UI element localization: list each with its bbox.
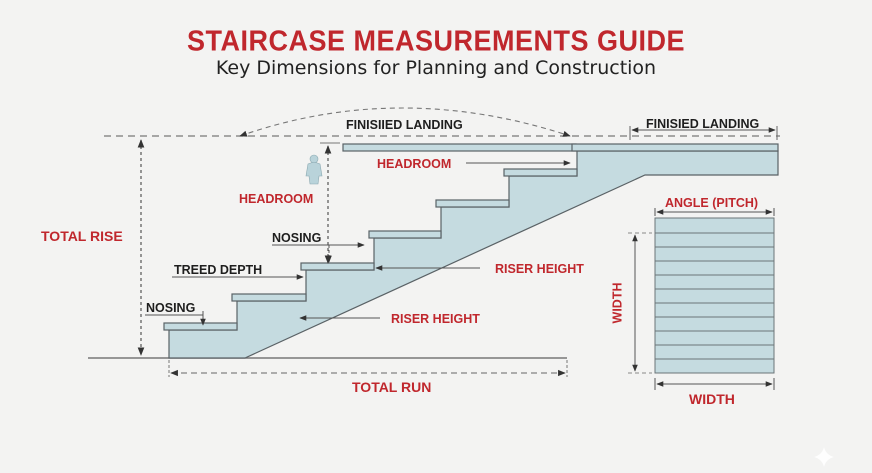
label-finished-landing-right: FINISIED LANDING <box>646 117 760 131</box>
stair-profile <box>163 143 779 359</box>
person-silhouette-icon <box>305 154 323 185</box>
label-headroom-right: HEADROOM <box>377 157 452 171</box>
label-total-run: TOTAL RUN <box>352 379 432 395</box>
label-nosing-lower: NOSING <box>146 301 196 315</box>
finished-landing-arc <box>239 107 571 137</box>
label-headroom-left: HEADROOM <box>239 192 314 206</box>
label-angle-pitch: ANGLE (PITCH) <box>665 196 759 210</box>
label-finished-landing-arc: FINISIIED LANDING <box>346 118 463 132</box>
page-subtitle: Key Dimensions for Planning and Construc… <box>215 57 657 79</box>
label-nosing-upper: NOSING <box>272 231 322 245</box>
label-total-rise: TOTAL RISE <box>41 228 123 244</box>
label-width-bottom: WIDTH <box>689 391 735 407</box>
plan-view <box>654 217 775 374</box>
label-treed-depth: TREED DEPTH <box>174 263 263 277</box>
page-title: STAIRCASE MEASUREMENTS GUIDE <box>186 25 686 57</box>
label-riser-height-upper: RISER HEIGHT <box>495 262 584 276</box>
label-width-vertical: WIDTH <box>610 282 625 324</box>
label-riser-height-lower: RISER HEIGHT <box>391 312 480 326</box>
sparkle-watermark-icon <box>814 447 834 467</box>
